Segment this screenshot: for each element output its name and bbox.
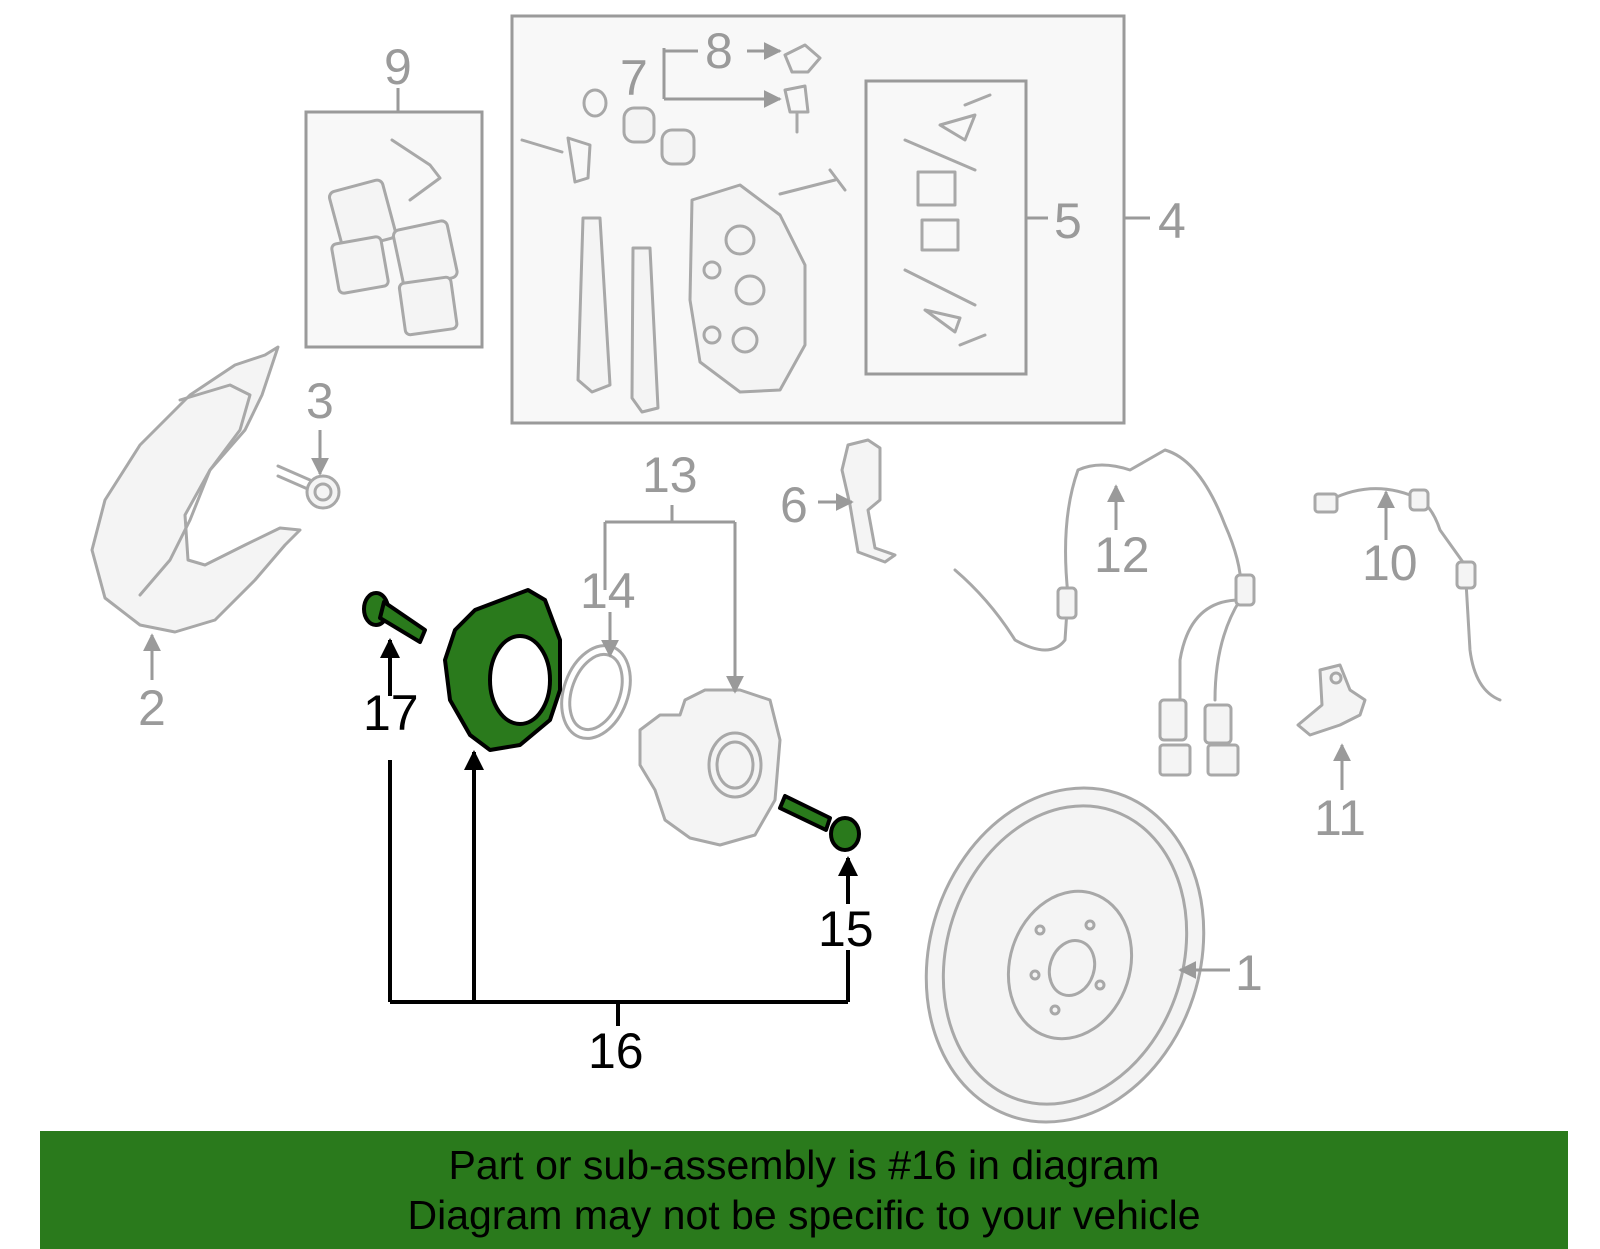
hose-bracket [818,438,897,564]
callout-17: 17 [363,685,419,741]
abs-sensor-lead [1313,487,1502,702]
callout-9: 9 [384,39,412,95]
callout-15: 15 [818,901,874,957]
brake-pad-kit-group [304,88,484,349]
splash-shield [90,345,302,680]
shield-bolt [276,430,341,510]
callout-2: 2 [138,680,166,736]
abs-sensor [1296,663,1367,790]
assembly-16-leaders [380,638,858,1026]
wheel-hub [603,505,782,847]
wear-sensor-harness [953,448,1256,777]
callout-11: 11 [1314,790,1366,846]
callout-14: 14 [580,563,636,619]
callout-10: 10 [1362,535,1418,591]
callout-5: 5 [1054,193,1082,249]
callout-6: 6 [780,477,808,533]
callout-16: 16 [588,1023,644,1079]
callout-3: 3 [306,373,334,429]
brake-rotor [924,786,1230,1124]
highlighted-part-16-housing [443,588,562,752]
callout-7: 7 [620,50,648,106]
callout-13: 13 [642,447,698,503]
highlighted-part-17 [362,591,427,644]
callout-4: 4 [1158,193,1186,249]
banner-line-2: Diagram may not be specific to your vehi… [407,1192,1201,1238]
o-ring [560,612,632,740]
callout-12: 12 [1094,527,1150,583]
info-banner: Part or sub-assembly is #16 in diagram D… [40,1131,1568,1249]
callout-8: 8 [705,23,733,79]
caliper-assembly-group [510,14,1150,425]
callout-1: 1 [1235,945,1263,1001]
highlighted-part-15 [778,794,861,852]
banner-line-1: Part or sub-assembly is #16 in diagram [448,1142,1160,1188]
